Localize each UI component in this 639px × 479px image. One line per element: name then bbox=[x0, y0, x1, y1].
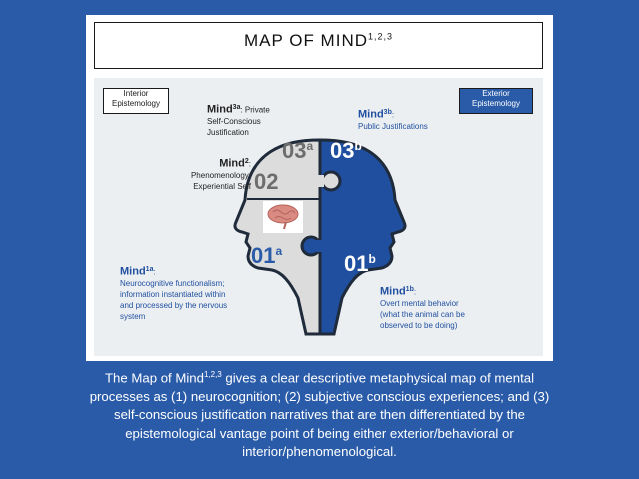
number-03b: 03b bbox=[330, 138, 362, 163]
slide-title: MAP OF MIND1,2,3 bbox=[243, 31, 394, 50]
mind3b-label: Mind3b: Public Justifications bbox=[358, 108, 428, 131]
number-01b: 01b bbox=[344, 251, 376, 276]
number-01a: 01a bbox=[251, 243, 282, 268]
number-02: 02 bbox=[254, 169, 278, 194]
title-frame bbox=[94, 22, 543, 69]
brain-icon bbox=[263, 201, 303, 233]
mind3a-label: Mind3a: Private Self-Conscious Justifica… bbox=[207, 103, 270, 137]
right-head-shape bbox=[318, 138, 407, 336]
exterior-epistemology-box: Exterior Epistemology bbox=[459, 88, 533, 114]
mind1b-label: Mind1b: Overt mental behavior (what the … bbox=[380, 285, 465, 330]
caption-text: The Map of Mind1,2,3 gives a clear descr… bbox=[89, 370, 550, 460]
mind1a-label: Mind1a: Neurocognitive functionalism; in… bbox=[120, 265, 228, 321]
number-03a: 03a bbox=[282, 138, 313, 163]
interior-epistemology-box: Interior Epistemology bbox=[103, 88, 169, 114]
puzzle-knob-upper bbox=[320, 170, 342, 192]
left-head-shape bbox=[233, 138, 322, 336]
mind2-label: Mind2: Phenomenology; Experiential Self bbox=[190, 157, 251, 191]
